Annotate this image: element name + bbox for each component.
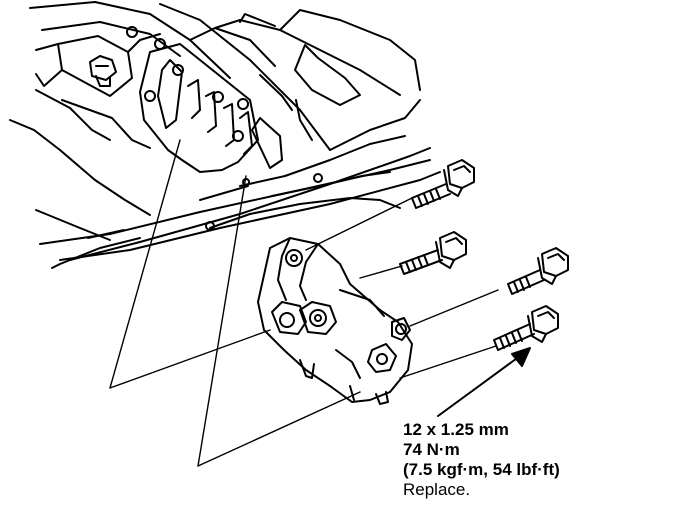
callout-arrow [437,347,531,417]
torque-alt-label: (7.5 kgf·m, 54 lbf·ft) [403,460,560,479]
side-member-rail [39,135,441,261]
mount-bolt-1 [411,159,475,209]
bolt-size-label: 12 x 1.25 mm [403,420,509,439]
torque-nm-label: 74 N·m [403,440,460,459]
leader-lines [109,139,499,467]
mount-bolt-3 [507,247,569,295]
engine-mount-bracket [257,237,413,405]
frame-stud [89,55,117,87]
replace-note: Replace. [403,480,471,499]
frame-bracket [126,26,283,173]
mount-bolt-2 [399,231,467,275]
torque-spec-callout: 12 x 1.25 mm 74 N·m (7.5 kgf·m, 54 lbf·f… [403,420,560,500]
mount-bolt-4 [493,305,559,351]
vehicle-frame [9,1,421,269]
